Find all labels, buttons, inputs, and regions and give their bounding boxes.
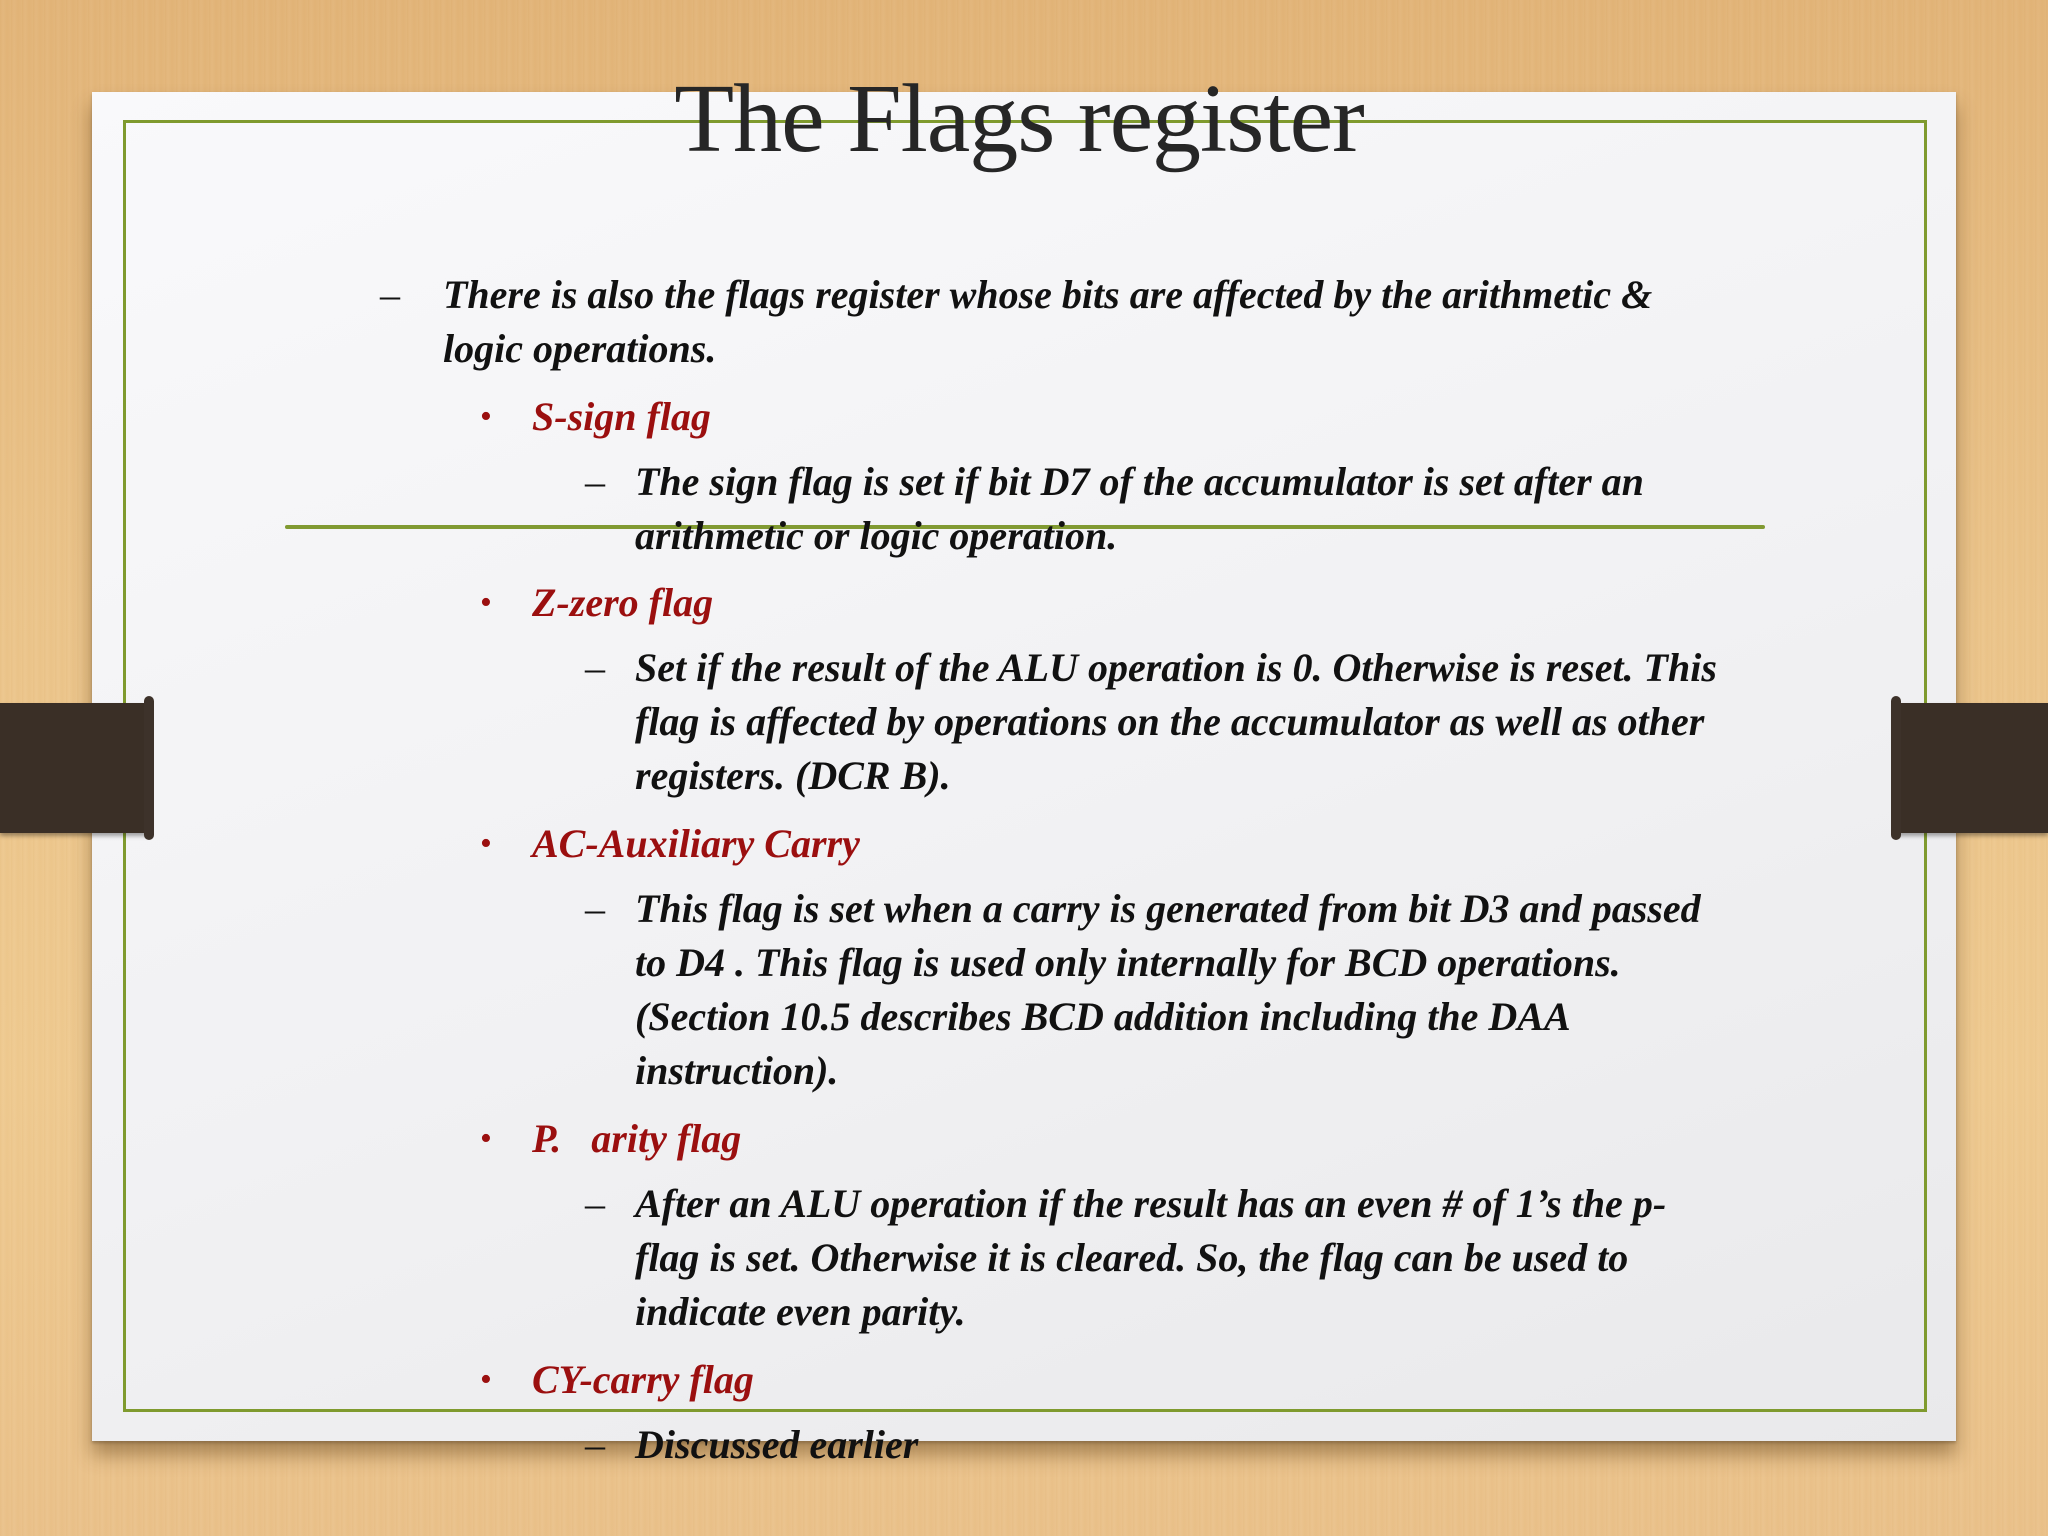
desc-line: Set if the result of the ALU operation i… [635,645,1717,690]
desc-line: The sign flag is set if bit D7 of the ac… [635,459,1644,504]
intro-line: logic operations. [443,326,717,371]
slide-paper [92,92,1956,1441]
left-binder-clip [0,696,154,840]
flag-name: Z-zero flag [532,580,714,625]
desc-line: This flag is set when a carry is generat… [635,886,1701,931]
flag-heading-carry: • CY-carry flag [480,1353,754,1407]
desc-line: instruction). [635,1048,839,1093]
desc-line: flag is affected by operations on the ac… [635,699,1705,744]
flag-heading-aux-carry: • AC-Auxiliary Carry [480,817,860,871]
desc-line: indicate even parity. [635,1289,966,1334]
desc-line: After an ALU operation if the result has… [635,1181,1667,1226]
flag-heading-parity: • P. arity flag [480,1112,742,1166]
dash-marker: – [585,886,605,931]
flag-name: AC-Auxiliary Carry [532,821,860,866]
bullet-icon: • [480,584,492,621]
bullet-icon: • [480,398,492,435]
right-binder-clip [1891,696,2048,840]
flag-name: S-sign flag [532,394,711,439]
desc-line: Discussed earlier [635,1422,919,1467]
bullet-icon: • [480,825,492,862]
title-divider-line [285,525,1765,529]
dash-marker: – [380,272,400,317]
dash-marker: – [585,459,605,504]
flag-heading-sign: • S-sign flag [480,390,711,444]
dash-marker: – [585,645,605,690]
flag-desc-aux-carry: – This flag is set when a carry is gener… [585,882,1701,1098]
flag-desc-parity: – After an ALU operation if the result h… [585,1177,1667,1339]
intro-paragraph: – There is also the flags register whose… [380,268,1653,376]
dash-marker: – [585,1181,605,1226]
bullet-icon: • [480,1120,492,1157]
flag-name: CY-carry flag [532,1357,754,1402]
desc-line: (Section 10.5 describes BCD addition inc… [635,994,1571,1039]
desc-line: to D4 . This flag is used only internall… [635,940,1621,985]
flag-heading-zero: • Z-zero flag [480,576,714,630]
flag-name: P. arity flag [532,1116,742,1161]
flag-desc-zero: – Set if the result of the ALU operation… [585,641,1717,803]
flag-desc-sign: – The sign flag is set if bit D7 of the … [585,455,1644,563]
desc-line: arithmetic or logic operation. [635,513,1118,558]
intro-line: There is also the flags register whose b… [443,272,1653,317]
dash-marker: – [585,1422,605,1467]
desc-line: registers. (DCR B). [635,753,951,798]
flag-desc-carry: – Discussed earlier [585,1418,919,1472]
bullet-icon: • [480,1361,492,1398]
desc-line: flag is set. Otherwise it is cleared. So… [635,1235,1629,1280]
slide-title: The Flags register [674,65,1365,173]
